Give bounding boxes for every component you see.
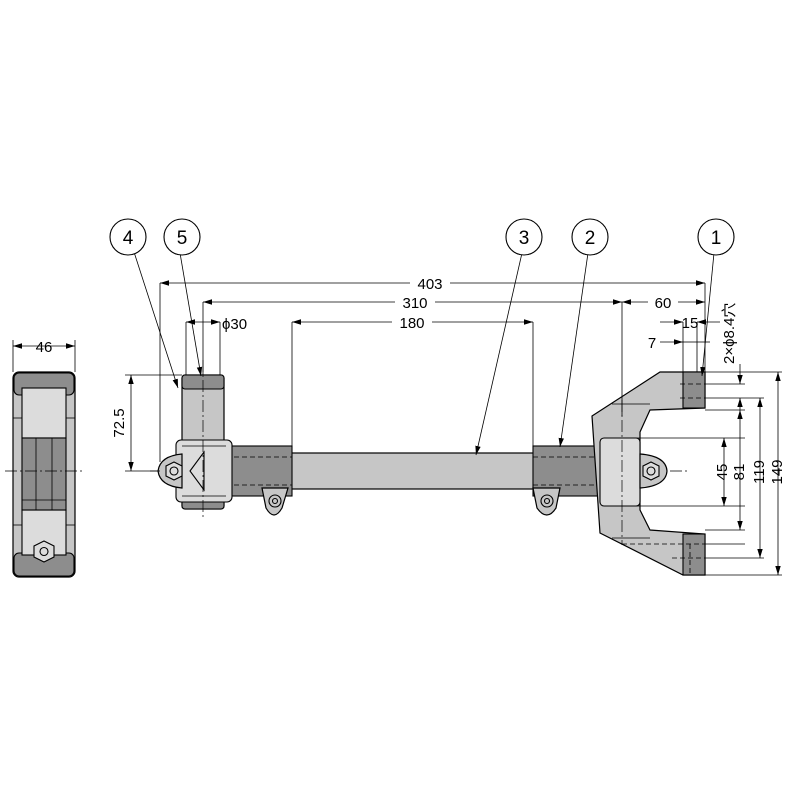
- dim-grip-length: 180: [399, 315, 424, 332]
- dimension-labels: 403 310 60 180 ϕ30 15 7 46 2×ϕ8.4穴 72.5 …: [36, 274, 786, 485]
- side-view: [5, 340, 84, 578]
- dim-bar-diameter: ϕ30: [222, 316, 247, 333]
- dim-total-length: 403: [417, 276, 442, 293]
- right-bracket-hub: [599, 437, 641, 507]
- callout-leaders: [133, 251, 715, 456]
- dim-bracket-span: 310: [402, 295, 427, 312]
- left-lug: [261, 487, 289, 516]
- dim-bolt-edge: 7: [648, 335, 656, 352]
- left-nut-icon: [165, 461, 183, 481]
- svg-text:2: 2: [585, 228, 596, 249]
- dim-h81: 81: [731, 464, 748, 481]
- dim-side-width: 46: [36, 339, 53, 356]
- right-lug: [532, 487, 561, 516]
- dim-bolt-pitch: 15: [682, 315, 699, 332]
- dim-height-left: 72.5: [111, 408, 128, 437]
- dim-h119: 119: [751, 460, 768, 484]
- side-inner-top: [21, 387, 67, 439]
- svg-text:4: 4: [123, 228, 134, 249]
- front-view: [150, 360, 706, 576]
- right-nut-icon: [642, 461, 660, 481]
- side-bar-section: [21, 437, 67, 511]
- dim-h149: 149: [769, 459, 786, 484]
- svg-text:5: 5: [177, 228, 188, 249]
- callout-2: 2: [571, 218, 609, 256]
- dim-right-offset: 60: [655, 295, 672, 312]
- svg-text:3: 3: [519, 228, 530, 249]
- callout-1: 1: [697, 218, 735, 256]
- dim-hole-spec: 2×ϕ8.4穴: [721, 303, 738, 364]
- dim-h45: 45: [714, 464, 731, 481]
- callout-3: 3: [505, 218, 543, 256]
- svg-text:1: 1: [711, 228, 722, 249]
- side-nut-icon: [33, 540, 55, 563]
- callout-5: 5: [163, 218, 201, 256]
- callout-4: 4: [109, 218, 147, 256]
